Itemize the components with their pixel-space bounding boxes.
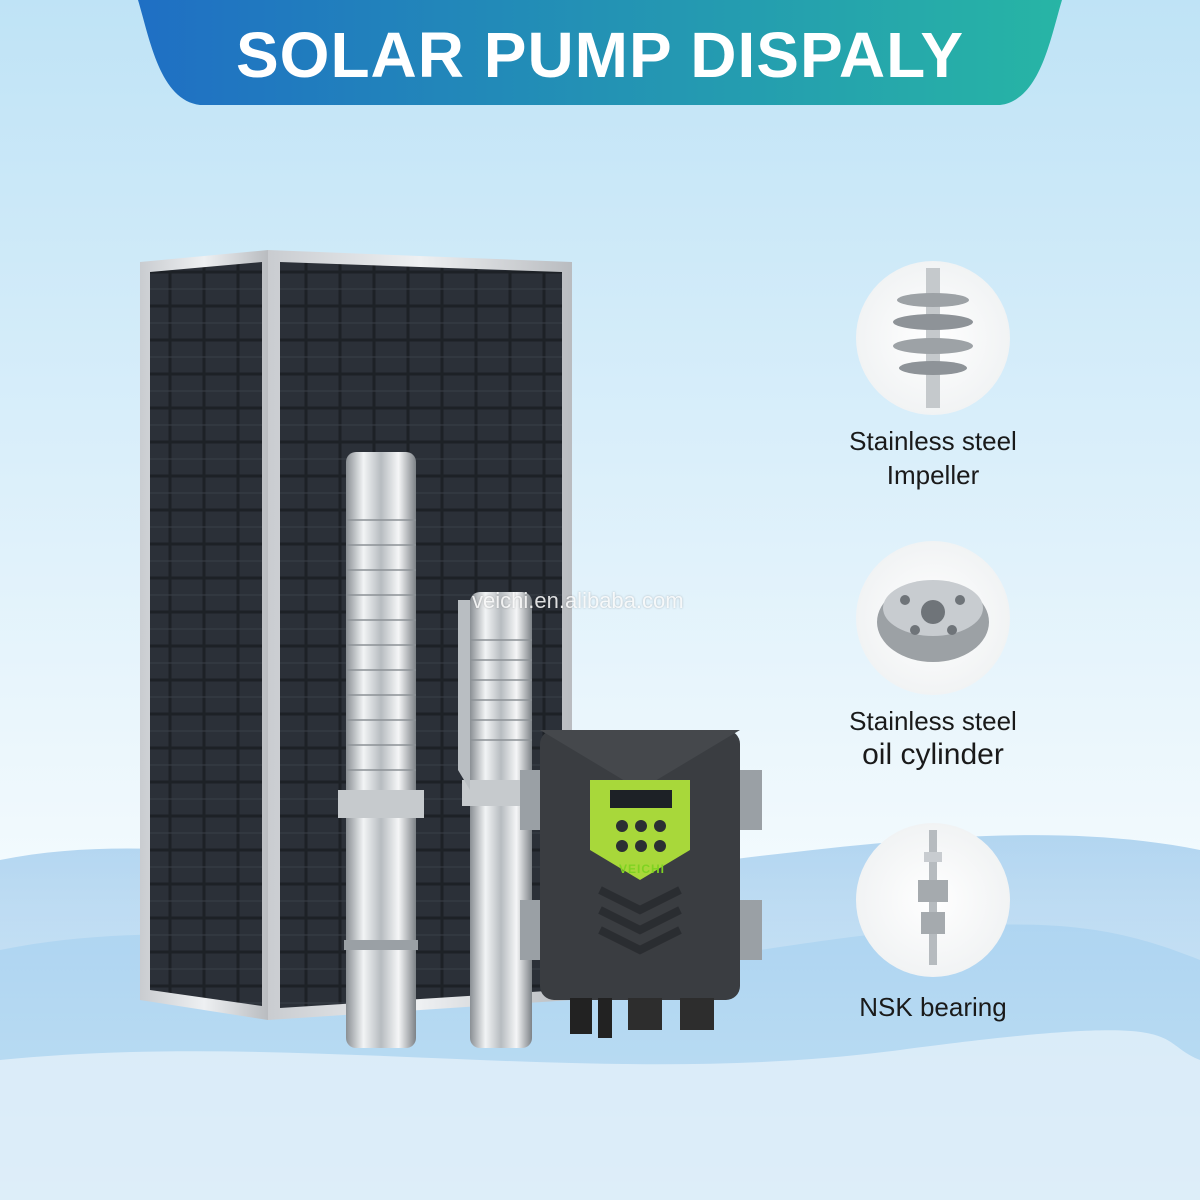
submersible-pump-tall <box>338 452 424 1048</box>
feature-line2: oil cylinder <box>862 738 1004 771</box>
feature-line2: NSK bearing <box>859 992 1007 1022</box>
banner-title: SOLAR PUMP DISPALY <box>235 19 965 91</box>
bearing-icon <box>856 823 1010 977</box>
feature-label-impeller: Stainless steel Impeller <box>783 424 1083 492</box>
feature-label-oil-cylinder: Stainless steel oil cylinder <box>783 704 1083 772</box>
feature-line2: Impeller <box>886 460 980 490</box>
pump-controller <box>520 730 762 1038</box>
oil-cylinder-icon <box>856 541 1010 695</box>
solar-panel-left <box>140 250 268 1020</box>
feature-line1: Stainless steel <box>849 706 1017 736</box>
controller-brand: VEICHI <box>618 862 665 876</box>
feature-label-bearing: NSK bearing <box>783 990 1083 1024</box>
feature-line1: Stainless steel <box>849 426 1017 456</box>
impeller-icon <box>856 261 1010 415</box>
submersible-pump-short <box>458 592 540 1048</box>
watermark-text: veichi.en.alibaba.com <box>472 588 684 613</box>
